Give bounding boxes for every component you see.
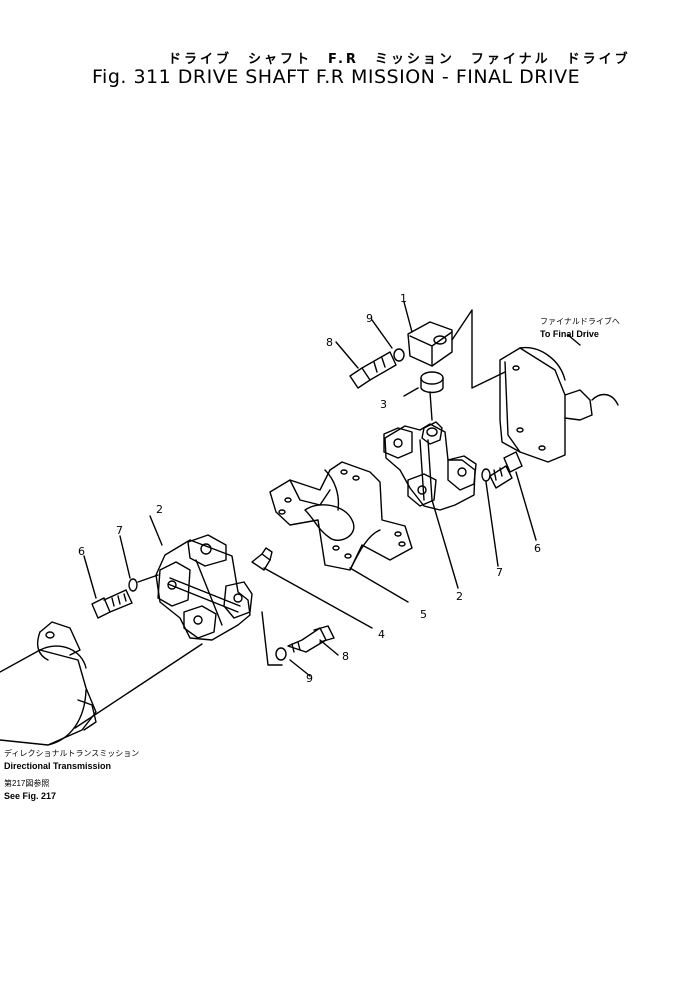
transmission-flange — [0, 621, 97, 746]
directional-transmission-callout: ディレクショナルトランスミッション Directional Transmissi… — [4, 748, 139, 772]
leader-washer-lower — [261, 611, 283, 666]
to-final-drive-jp: ファイナルドライブへ — [540, 317, 620, 326]
to-final-drive-callout: ファイナルドライブへ To Final Drive — [540, 316, 620, 340]
leader-2-left — [149, 515, 163, 546]
leader-washer-right — [485, 481, 499, 567]
see-fig-jp: 第217図参照 — [4, 779, 50, 788]
leader-6-left — [83, 555, 97, 599]
leader-washer-upper — [371, 319, 393, 349]
center-yoke-shaft-5 — [269, 461, 413, 603]
part-number-1: 1 — [400, 292, 407, 305]
part-number-9-lower: 9 — [306, 672, 313, 685]
directional-transmission-en: Directional Transmission — [4, 761, 112, 771]
washer-7-right — [481, 468, 491, 482]
washer-9-upper — [393, 348, 405, 362]
washer-9-lower — [275, 647, 287, 661]
bearing-block-1 — [403, 301, 506, 389]
bolt-6-right — [489, 451, 523, 489]
leader-7-left — [119, 535, 131, 579]
part-number-5: 5 — [420, 608, 427, 621]
final-drive-flange — [499, 334, 619, 463]
bolt-6-left — [91, 589, 133, 619]
part-number-2-right: 2 — [456, 590, 463, 603]
bolt-8-upper — [349, 351, 397, 389]
figure-title-japanese: ドライブ シャフト F.R ミッション ファイナル ドライブ — [168, 52, 631, 67]
spider-left — [155, 534, 253, 641]
leader-washer-left — [137, 574, 159, 583]
bearing-cap-3 — [403, 371, 444, 397]
part-number-8-lower: 8 — [342, 650, 349, 663]
part-number-8-upper: 8 — [326, 336, 333, 349]
see-fig-en: See Fig. 217 — [4, 791, 57, 801]
part-number-4: 4 — [378, 628, 385, 641]
part-number-7-right: 7 — [496, 566, 503, 579]
washer-7-left — [128, 578, 138, 592]
part-number-7-left: 7 — [116, 524, 123, 537]
leader-line-left — [74, 643, 203, 729]
figure-title: Fig. 311 DRIVE SHAFT F.R MISSION - FINAL… — [92, 66, 581, 88]
spider-right — [383, 391, 477, 589]
part-number-9-upper: 9 — [366, 312, 373, 325]
part-number-2-left: 2 — [156, 503, 163, 516]
leader-8-lower — [319, 639, 339, 656]
part-number-6-right: 6 — [534, 542, 541, 555]
directional-transmission-jp: ディレクショナルトランスミッション — [4, 749, 140, 758]
bolt-8-lower — [287, 625, 335, 653]
part-number-6-left: 6 — [78, 545, 85, 558]
see-fig-callout: 第217図参照 See Fig. 217 — [4, 778, 56, 802]
grease-fitting-4 — [251, 547, 373, 629]
leader-bolt-right — [515, 471, 537, 541]
part-number-3: 3 — [380, 398, 387, 411]
leader-9-lower — [289, 659, 311, 677]
leader-bolt-upper — [335, 341, 359, 369]
to-final-drive-en: To Final Drive — [540, 329, 599, 339]
